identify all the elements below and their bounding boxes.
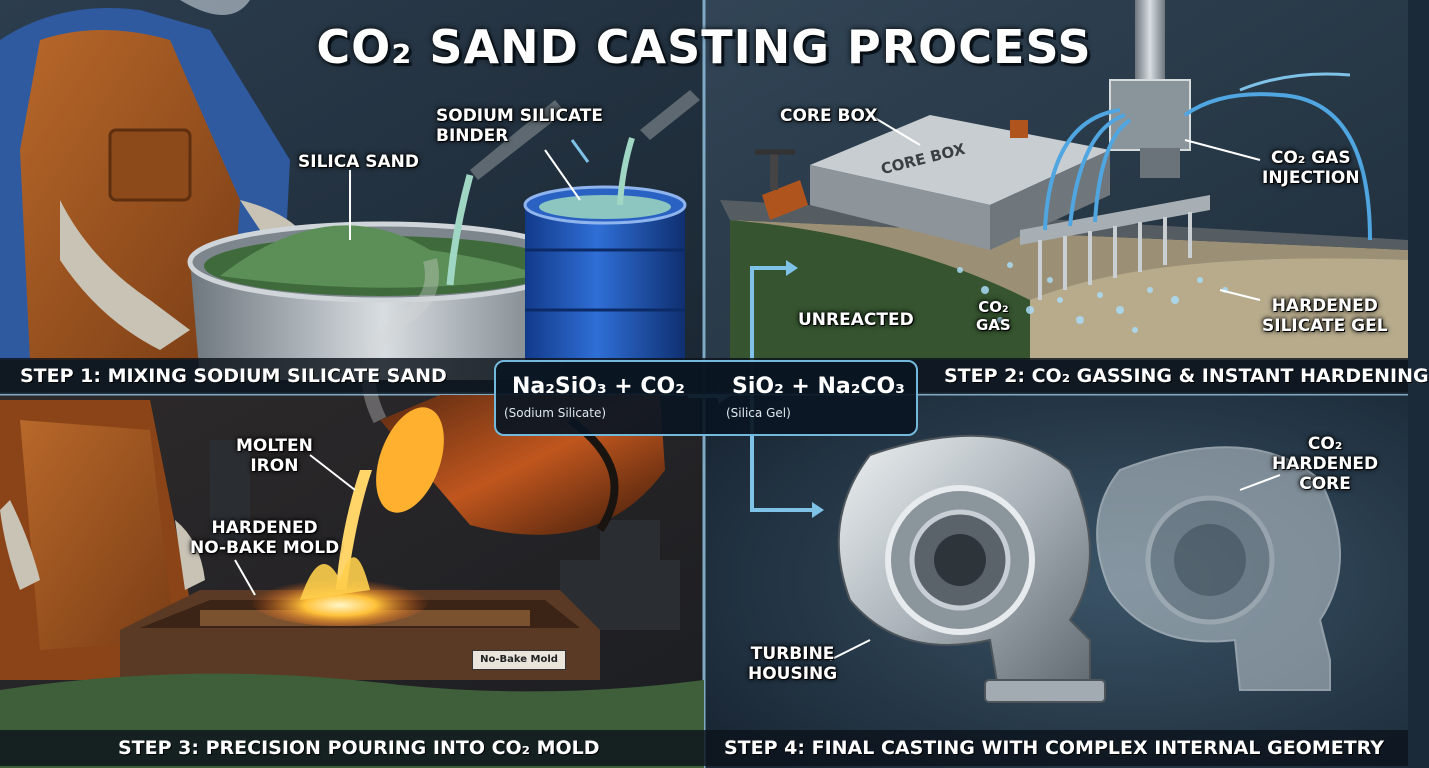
- turbine-housing: [837, 434, 1106, 703]
- label-silicate-gel-line1: HARDENED: [1271, 296, 1378, 316]
- clamp: [755, 120, 1028, 220]
- label-gas-injection-line2: INJECTION: [1262, 168, 1360, 188]
- molten-stream: [335, 470, 372, 600]
- equation-products: SiO₂ + Na₂CO₃: [732, 374, 905, 399]
- label-silicate-gel-line2: SILICATE GEL: [1262, 316, 1388, 336]
- label-binder-line1: SODIUM SILICATE: [436, 106, 604, 126]
- step2-title: STEP 2: CO₂ GASSING & INSTANT HARDENING: [944, 365, 1429, 387]
- label-binder: SODIUM SILICATE BINDER: [436, 106, 603, 146]
- silicate-drum: [523, 185, 687, 360]
- binder-nozzles: [446, 90, 700, 286]
- mixing-tub: [187, 221, 577, 380]
- leader-binder: [544, 149, 581, 201]
- leader-core-box: [874, 117, 921, 146]
- flow-arrowhead-bottom: [812, 502, 824, 518]
- leader-core: [1239, 474, 1281, 491]
- label-turbine-line1: TURBINE: [750, 644, 835, 664]
- label-gas-injection-line1: CO₂ GAS: [1270, 148, 1351, 168]
- label-turbine-line2: HOUSING: [748, 664, 838, 684]
- leader-turbine: [829, 639, 871, 661]
- leader-gas-injection: [1184, 139, 1261, 161]
- hardened-core: [1096, 446, 1341, 691]
- equation-product-note: (Silica Gel): [726, 406, 791, 420]
- label-gas-injection: CO₂ GAS INJECTION: [1262, 148, 1360, 188]
- label-co2-gas-line1: CO₂: [978, 298, 1009, 316]
- label-turbine-housing: TURBINE HOUSING: [748, 644, 837, 684]
- worker-step3: [0, 400, 205, 680]
- label-binder-line2: BINDER: [436, 126, 509, 146]
- equation-reactants: Na₂SiO₃ + CO₂: [512, 374, 685, 399]
- step3-band: [0, 730, 704, 766]
- flow-arrowhead-top: [786, 260, 798, 276]
- label-silicate-gel: HARDENED SILICATE GEL: [1262, 296, 1388, 336]
- label-molten-iron-line2: IRON: [250, 456, 299, 476]
- label-core-line1: CO₂: [1307, 434, 1343, 454]
- gas-manifold: [1020, 0, 1372, 300]
- step3-title: STEP 3: PRECISION POURING INTO CO₂ MOLD: [118, 737, 600, 759]
- nobake-mold-tag: No-Bake Mold: [472, 650, 566, 670]
- label-silica-sand: SILICA SAND: [298, 152, 420, 172]
- label-unreacted: UNREACTED: [798, 310, 914, 330]
- label-nobake-line2: NO-BAKE MOLD: [190, 538, 340, 558]
- label-core-line2: HARDENED: [1272, 454, 1379, 474]
- step1-title: STEP 1: MIXING SODIUM SILICATE SAND: [20, 365, 447, 387]
- equation-reactant-note: (Sodium Silicate): [504, 406, 607, 420]
- label-core-box: CORE BOX: [780, 106, 878, 126]
- leader-nobake: [234, 559, 256, 596]
- step4-band: [704, 730, 1408, 766]
- page-title: CO₂ SAND CASTING PROCESS: [316, 20, 1092, 74]
- label-nobake: HARDENED NO-BAKE MOLD: [190, 518, 339, 558]
- leader-silicate-gel: [1219, 289, 1261, 301]
- leader-molten-iron: [309, 454, 356, 491]
- equation-box: Na₂SiO₃ + CO₂ SiO₂ + Na₂CO₃ (Sodium Sili…: [494, 360, 918, 436]
- label-co2-gas-line2: GAS: [976, 316, 1011, 334]
- binder-arrow: [570, 139, 590, 163]
- label-co2-gas: CO₂ GAS: [976, 298, 1011, 334]
- step4-title: STEP 4: FINAL CASTING WITH COMPLEX INTER…: [724, 737, 1385, 759]
- label-molten-iron: MOLTEN IRON: [236, 436, 313, 476]
- label-hardened-core: CO₂ HARDENED CORE: [1272, 434, 1378, 494]
- label-core-line3: CORE: [1299, 474, 1351, 494]
- label-nobake-line1: HARDENED: [211, 518, 318, 538]
- label-molten-iron-line1: MOLTEN: [236, 436, 313, 456]
